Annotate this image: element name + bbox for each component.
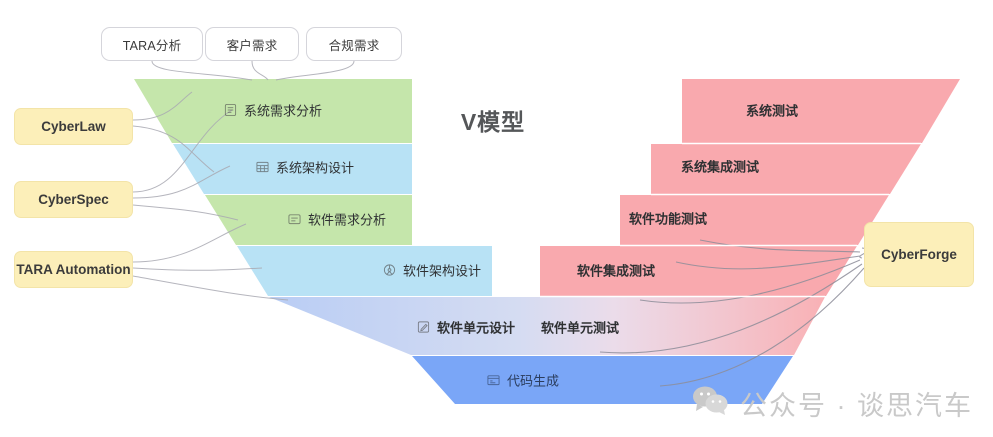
product-box-tara-automation[interactable]: TARA Automation <box>14 251 133 288</box>
product-box-label: CyberForge <box>881 247 957 262</box>
connectors-top-inputs <box>151 60 355 81</box>
left-band-software-architecture <box>237 246 492 296</box>
left-band-software-requirements <box>205 195 412 245</box>
input-pill-compliance[interactable]: 合规需求 <box>306 27 402 61</box>
left-band-system-architecture <box>173 144 412 194</box>
product-box-label: CyberSpec <box>38 192 109 207</box>
input-pill-tara[interactable]: TARA分析 <box>101 27 203 61</box>
page-title: V模型 <box>460 109 526 135</box>
band-dividers <box>540 142 921 298</box>
product-box-cyberforge[interactable]: CyberForge <box>864 222 974 287</box>
left-band-system-requirements <box>134 79 412 143</box>
product-box-cyberspec[interactable]: CyberSpec <box>14 181 133 218</box>
connectors-cyberforge <box>599 239 869 387</box>
right-band-system-integration-test <box>651 144 921 194</box>
right-band-software-function-test <box>620 195 889 245</box>
input-pill-label: TARA分析 <box>122 38 182 53</box>
product-box-label: CyberLaw <box>41 119 106 134</box>
watermark-text: 公众号 · 谈思汽车 <box>740 391 973 421</box>
wechat-icon <box>692 385 728 422</box>
right-band-software-integration-test <box>540 246 857 296</box>
wechat-watermark: 公众号 · 谈思汽车 <box>692 384 973 423</box>
input-pill-label: 合规需求 <box>328 38 380 53</box>
input-pill-customer[interactable]: 客户需求 <box>205 27 299 61</box>
right-band-system-test <box>682 79 960 143</box>
connectors-left-products <box>132 91 289 301</box>
product-box-label: TARA Automation <box>16 262 131 277</box>
product-box-cyberlaw[interactable]: CyberLaw <box>14 108 133 145</box>
band-software-unit-row <box>269 297 825 355</box>
input-pill-label: 客户需求 <box>226 38 278 53</box>
